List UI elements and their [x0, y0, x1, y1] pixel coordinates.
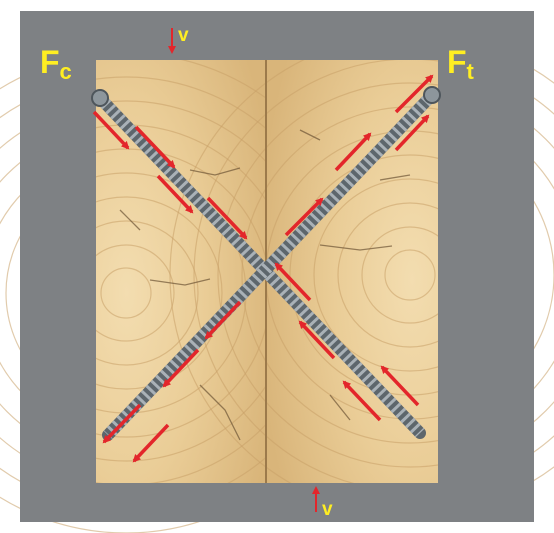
compression-force-main: F: [40, 44, 60, 80]
compression-force-label: Fc: [40, 46, 72, 83]
shear-label-top: v: [178, 26, 189, 45]
tension-force-label: Ft: [447, 46, 474, 83]
tension-force-main: F: [447, 44, 467, 80]
screw-head-right: [424, 87, 440, 103]
compression-force-sub: c: [60, 59, 72, 84]
tension-force-sub: t: [467, 59, 474, 84]
shear-label-bottom: v: [322, 500, 333, 519]
screw-head-left: [92, 90, 108, 106]
